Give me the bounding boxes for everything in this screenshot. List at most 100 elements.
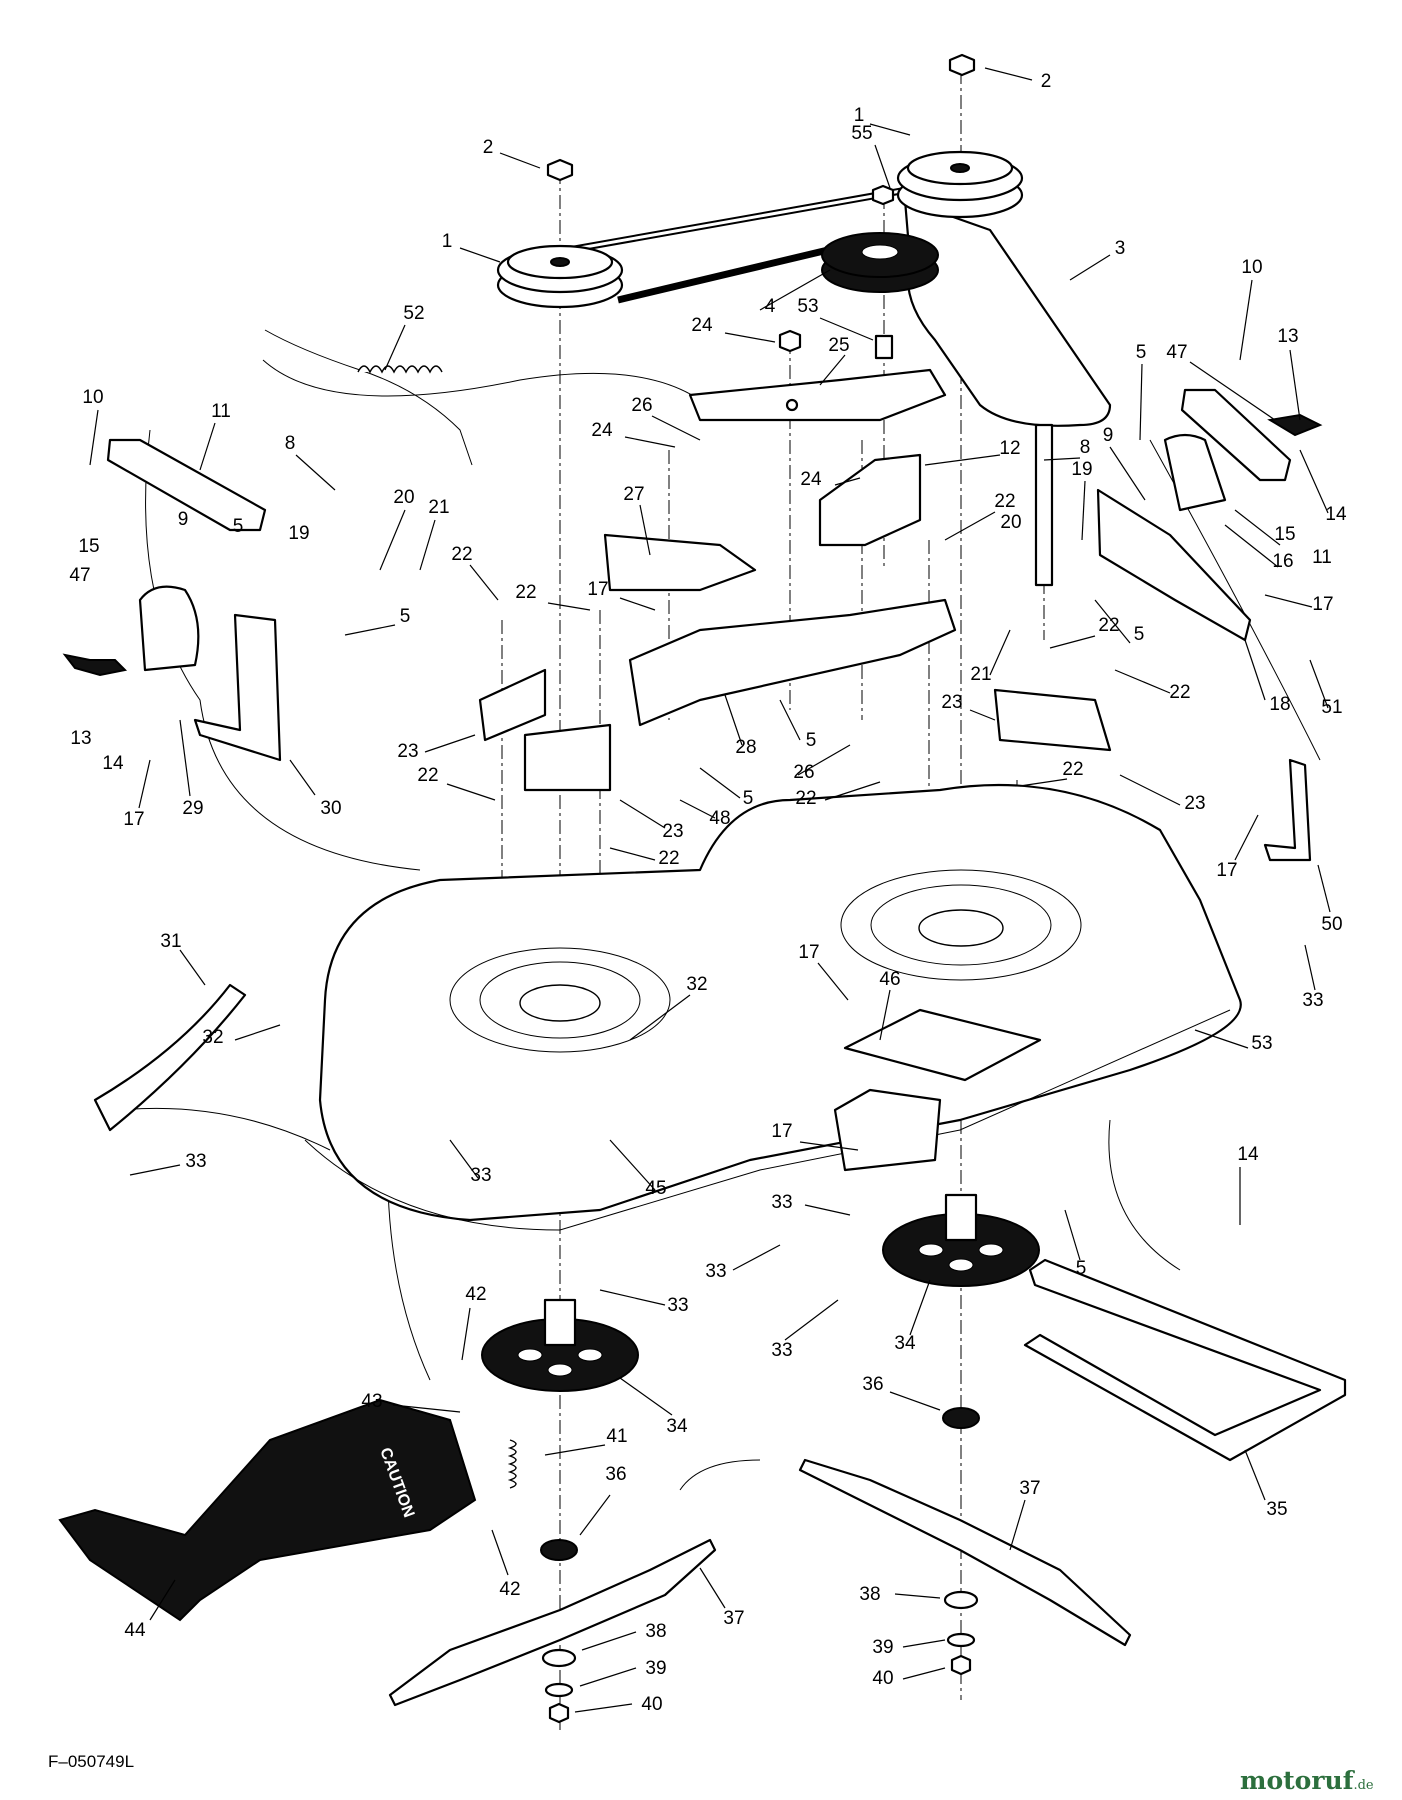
callout-11: 11 xyxy=(1312,547,1332,568)
callout-26: 26 xyxy=(793,762,814,783)
wing-nuts xyxy=(62,413,1323,677)
callout-36: 36 xyxy=(862,1374,883,1395)
callout-22: 22 xyxy=(1098,615,1119,636)
watermark-suffix: .de xyxy=(1353,1778,1374,1793)
callout-47: 47 xyxy=(1166,342,1187,363)
callout-22: 22 xyxy=(658,848,679,869)
callout-17: 17 xyxy=(1216,860,1237,881)
callout-33: 33 xyxy=(771,1192,792,1213)
callout-21: 21 xyxy=(970,664,991,685)
leader-lines xyxy=(89,67,1331,1713)
callout-42: 42 xyxy=(499,1579,520,1600)
callout-37: 37 xyxy=(1019,1478,1040,1499)
callout-8: 8 xyxy=(1080,437,1091,458)
callout-18: 18 xyxy=(1269,694,1290,715)
callout-14: 14 xyxy=(1237,1144,1259,1165)
callout-17: 17 xyxy=(771,1121,792,1142)
callout-35: 35 xyxy=(1266,1499,1287,1520)
callout-5: 5 xyxy=(1136,342,1147,363)
spindle-left xyxy=(481,1298,639,1392)
callout-33: 33 xyxy=(470,1165,491,1186)
callout-22: 22 xyxy=(795,788,816,809)
callout-53: 53 xyxy=(797,296,818,317)
callout-15: 15 xyxy=(1274,524,1295,545)
callout-19: 19 xyxy=(288,523,309,544)
callout-15: 15 xyxy=(78,536,99,557)
callout-46: 46 xyxy=(879,969,900,990)
baffle-31 xyxy=(93,983,247,1132)
callout-2: 2 xyxy=(1041,71,1052,92)
callout-51: 51 xyxy=(1321,697,1342,718)
callout-42: 42 xyxy=(465,1284,486,1305)
callout-22: 22 xyxy=(1169,682,1190,703)
callout-11: 11 xyxy=(211,401,231,422)
arm-11-left xyxy=(106,438,267,532)
callout-45: 45 xyxy=(645,1178,666,1199)
shields-23 xyxy=(478,668,1112,792)
callout-44: 44 xyxy=(124,1620,146,1641)
callout-23: 23 xyxy=(662,821,683,842)
pulley-left xyxy=(496,244,624,309)
callout-32: 32 xyxy=(202,1027,223,1048)
callout-20: 20 xyxy=(1000,512,1021,533)
callout-38: 38 xyxy=(859,1584,880,1605)
callout-33: 33 xyxy=(185,1151,206,1172)
callout-8: 8 xyxy=(285,433,296,454)
callout-22: 22 xyxy=(451,544,472,565)
callout-33: 33 xyxy=(771,1340,792,1361)
callout-5: 5 xyxy=(806,730,817,751)
callout-33: 33 xyxy=(1302,990,1323,1011)
bracket-30 xyxy=(193,613,282,762)
callout-2: 2 xyxy=(483,137,494,158)
callout-22: 22 xyxy=(417,765,438,786)
callout-16: 16 xyxy=(1272,551,1293,572)
callout-22: 22 xyxy=(515,582,536,603)
callout-33: 33 xyxy=(667,1295,688,1316)
callout-34: 34 xyxy=(666,1416,688,1437)
callout-28: 28 xyxy=(735,737,756,758)
callout-41: 41 xyxy=(606,1426,627,1447)
top-hardware xyxy=(546,53,976,360)
bracket-25 xyxy=(688,368,947,422)
callout-55: 55 xyxy=(851,123,872,144)
callout-17: 17 xyxy=(798,942,819,963)
callout-40: 40 xyxy=(872,1668,893,1689)
callout-19: 19 xyxy=(1071,459,1092,480)
callout-33: 33 xyxy=(705,1261,726,1282)
callout-21: 21 xyxy=(428,497,449,518)
blade-right xyxy=(798,1458,1132,1647)
pulley-right xyxy=(896,150,1024,219)
callout-25: 25 xyxy=(828,335,849,356)
callout-14: 14 xyxy=(102,753,124,774)
callout-53: 53 xyxy=(1251,1033,1272,1054)
spring-41 xyxy=(507,1439,517,1489)
callout-17: 17 xyxy=(1312,594,1333,615)
plate-15 xyxy=(138,433,1227,672)
callout-20: 20 xyxy=(393,487,414,508)
callout-48: 48 xyxy=(709,808,730,829)
bracket-27 xyxy=(603,533,757,592)
callout-5: 5 xyxy=(233,516,244,537)
callout-30: 30 xyxy=(320,798,341,819)
callout-1: 1 xyxy=(442,231,453,252)
callout-9: 9 xyxy=(1103,425,1114,446)
callout-9: 9 xyxy=(178,509,189,530)
callout-32: 32 xyxy=(686,974,707,995)
blade-hardware xyxy=(541,1590,979,1724)
watermark: motoruf.de xyxy=(1240,1766,1374,1795)
discharge-chute: CAUTION xyxy=(58,1398,477,1622)
callout-13: 13 xyxy=(1277,326,1298,347)
callout-40: 40 xyxy=(641,1694,662,1715)
spring-cable xyxy=(264,329,473,466)
bracket-50 xyxy=(1263,758,1312,862)
bracket-35 xyxy=(1023,1258,1347,1462)
arm-11-right xyxy=(1180,388,1292,482)
blade-left xyxy=(388,1538,717,1707)
idler-pulley xyxy=(821,232,939,293)
watermark-brand: motoruf xyxy=(1240,1766,1354,1795)
bracket-18 xyxy=(1096,488,1252,642)
callout-39: 39 xyxy=(645,1658,666,1679)
